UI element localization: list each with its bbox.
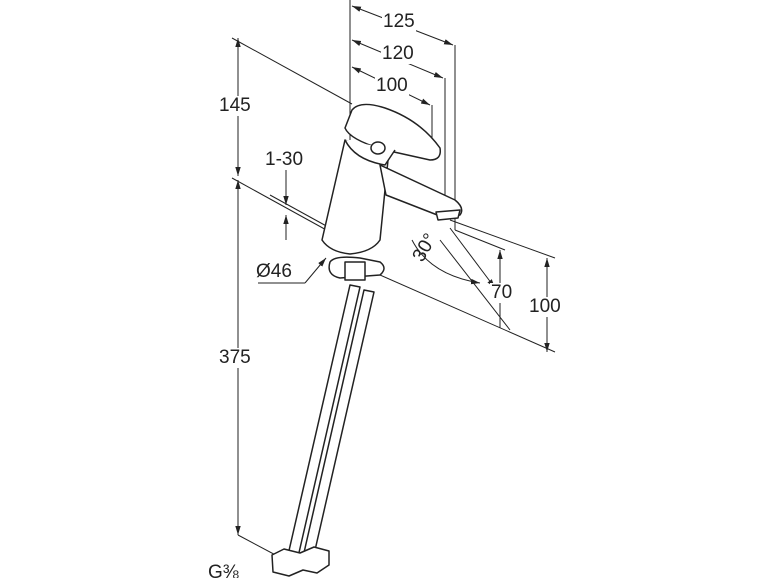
dim-145-label: 145 [218, 95, 252, 116]
dim-1-30-label: 1-30 [265, 149, 304, 170]
dim-100-height-label: 100 [528, 296, 562, 317]
diameter-46-label: Ø46 [256, 261, 292, 282]
dim-125-label: 125 [382, 11, 416, 32]
dim-70-label: 70 [490, 282, 514, 303]
dim-100-width-label: 100 [375, 75, 409, 96]
dim-120-label: 120 [381, 43, 415, 64]
thread-g3-8-label: G⅜ [208, 562, 239, 578]
faucet-body [271, 103, 463, 577]
dim-375-label: 375 [218, 347, 252, 368]
